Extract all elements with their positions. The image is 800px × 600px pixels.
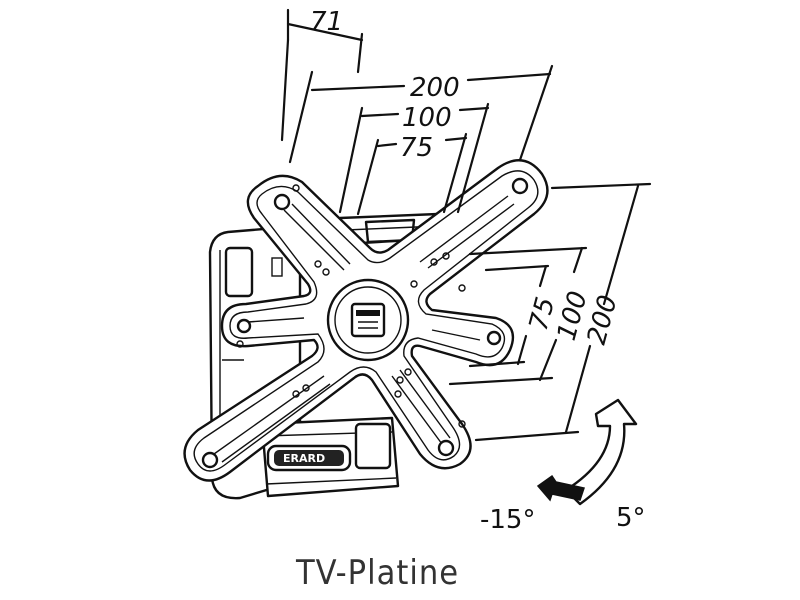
dim-h-200: 200 bbox=[410, 73, 460, 103]
dim-h-100: 100 bbox=[402, 103, 452, 133]
tilt-indicator: -15° 5° bbox=[480, 398, 646, 535]
center-hub bbox=[326, 278, 410, 362]
dimension-vertical: 75 100 200 bbox=[448, 182, 652, 442]
mounting-holes bbox=[201, 177, 529, 469]
brand-badge: ERARD bbox=[266, 444, 352, 472]
brand-label: ERARD bbox=[283, 452, 325, 465]
vesa-x-plate bbox=[183, 159, 549, 482]
dimension-horizontal: 200 100 75 bbox=[288, 64, 554, 216]
dimension-offset: 71 bbox=[280, 7, 364, 142]
caption: TV-Platine bbox=[295, 553, 459, 593]
dim-offset-label: 71 bbox=[310, 7, 343, 37]
dim-h-75: 75 bbox=[400, 133, 433, 163]
tilt-down-label: -15° bbox=[480, 505, 535, 535]
tilt-up-label: 5° bbox=[616, 503, 646, 533]
